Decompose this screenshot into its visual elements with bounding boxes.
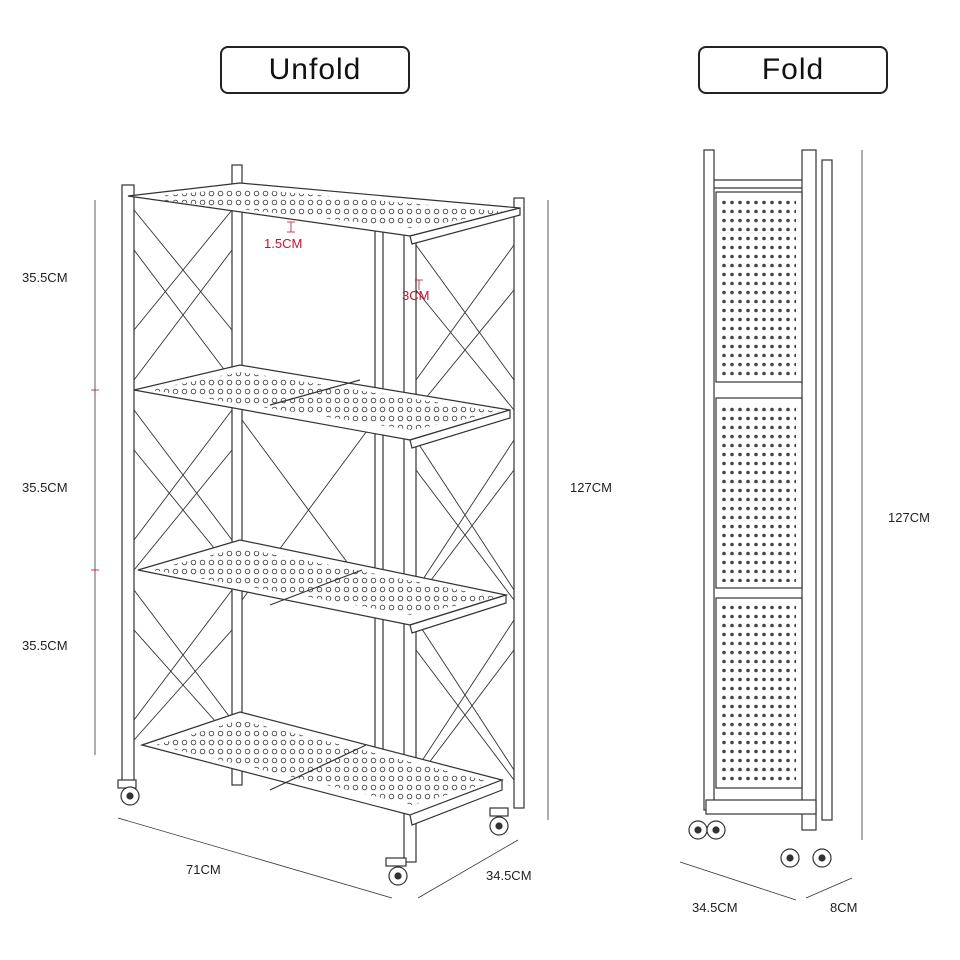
unfold-dimension-lines (91, 200, 549, 899)
unfold-depth-label: 34.5CM (486, 868, 532, 883)
rail-gap-label: 3CM (402, 288, 430, 303)
fold-label: Fold (698, 46, 888, 94)
folded-rack (688, 149, 833, 868)
fold-total-height-label: 127CM (888, 510, 930, 525)
tier3-height-label: 35.5CM (22, 638, 68, 653)
fold-dimension-lines (679, 150, 863, 901)
tier2-height-label: 35.5CM (22, 480, 68, 495)
unfold-width-label: 71CM (186, 862, 221, 877)
tier1-height-label: 35.5CM (22, 270, 68, 285)
unfold-label: Unfold (220, 46, 410, 94)
unfolded-rack (117, 164, 525, 886)
unfold-total-height-label: 127CM (570, 480, 612, 495)
fold-depth-label: 34.5CM (692, 900, 738, 915)
shelf-lip-label: 1.5CM (264, 236, 303, 251)
fold-thickness-label: 8CM (830, 900, 858, 915)
